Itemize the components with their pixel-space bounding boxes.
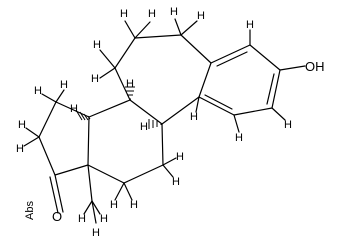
bond [87,164,125,184]
stereo-flag-label: Abs [24,201,36,220]
hydrogen-label: H [78,213,86,225]
bond [161,96,200,125]
hydrogen-label: H [172,176,180,188]
carbonyl-bond [49,176,59,214]
hydrogen-label: H [176,151,184,163]
bond [114,37,136,69]
h-bond [55,89,65,103]
hydrogen-label: H [110,199,118,211]
h-bond [91,200,97,224]
carbonyl-oxygen-label: O [52,209,62,224]
double-bond-inner [204,94,233,110]
hydrogen-label: H [197,10,205,22]
hydrogen-label: H [93,39,101,51]
bond [233,107,273,116]
bonds [23,18,306,224]
stereo-wedges [75,86,162,129]
bond [88,99,131,118]
hydrogen-label: H [92,227,100,239]
h-bond [233,114,240,133]
bond [198,62,212,98]
hydrogen-label: H [170,6,178,18]
h-bond [25,127,40,138]
h-bond [124,20,136,39]
bond [198,96,235,116]
bond [249,44,281,71]
h-bond [91,200,101,215]
hydrogen-label: H [284,119,292,131]
h-bond [162,157,177,166]
hydrogen-label: H [126,78,134,90]
h-bond [162,164,174,178]
bond [54,164,89,176]
hydrogen-label: H [18,119,26,131]
hydrogen-label: H [16,143,24,155]
bond [210,44,251,64]
h-bond [174,18,182,36]
hash-wedge [148,119,162,129]
hydrogen-label: H [148,8,156,20]
hash-wedge [75,109,91,121]
hydrogen-label: H [91,73,99,85]
bond [87,116,90,166]
bond [161,123,164,166]
bond [38,101,57,138]
hydrogen-label: H [130,199,138,211]
bond [129,99,163,125]
hydrogen-label: H [246,19,254,31]
double-bond-inner [266,73,275,105]
hydrogen-label: H [235,132,243,144]
hydrogen-label: H [120,8,128,20]
h-bond [41,93,57,103]
bond [123,164,164,184]
h-bond [195,96,200,113]
bond [271,69,281,109]
double-bond-inner [216,51,248,67]
bond [180,34,212,64]
hydrogen-label: H [34,85,42,97]
hydrogen-label: H [190,111,198,123]
h-bond [271,107,286,121]
h-bond [123,182,133,201]
h-bond [134,21,151,39]
h-bond [23,136,40,147]
h-bond [99,67,116,79]
hydrogen-label: H [100,213,108,225]
hash-wedge [125,86,135,100]
bond [38,136,56,176]
bond [134,34,182,39]
h-bond [99,49,116,69]
hydrogen-label: H [60,79,68,91]
hydrogen-label: H [70,103,78,115]
carbonyl-bond [54,174,64,213]
h-bond [83,200,93,215]
h-bond [114,182,125,201]
hydrogen-label: H [140,121,148,133]
bond [279,65,306,71]
atom-labels: OH O Abs H H H H H H H H H H H H H H H H… [16,6,325,239]
bond [55,101,90,118]
methyl-bond [87,164,93,202]
hydroxyl-label: OH [305,59,325,74]
h-bond [180,20,198,36]
